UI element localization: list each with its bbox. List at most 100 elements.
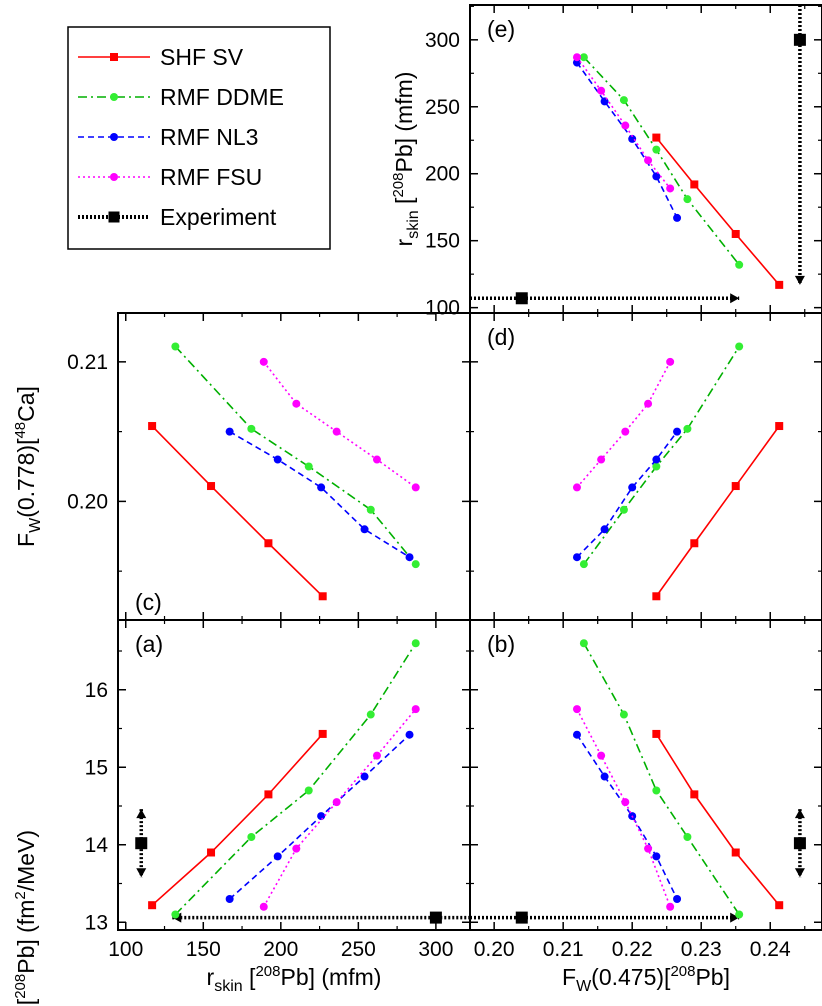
y-tick-label: 14: [85, 834, 109, 857]
data-point-shf-sv: [652, 592, 661, 601]
data-point-rmf-fsu: [259, 902, 268, 911]
series-line-rmf-ddme: [583, 56, 740, 266]
experiment-marker: [793, 33, 806, 46]
data-point-shf-sv: [207, 482, 216, 491]
data-point-rmf-fsu: [411, 483, 420, 492]
series-line-shf-sv: [151, 425, 324, 597]
data-point-rmf-nl3: [225, 427, 234, 436]
legend-label-rmf-nl3: RMF NL3: [160, 124, 258, 150]
x-tick-label: 150: [186, 938, 221, 961]
data-point-shf-sv: [318, 729, 327, 738]
data-point-rmf-fsu: [292, 399, 301, 408]
panel-tag: (c): [135, 589, 162, 615]
data-point-rmf-ddme: [366, 505, 375, 514]
data-point-rmf-nl3: [360, 772, 369, 781]
data-point-shf-sv: [690, 539, 699, 548]
series-line-rmf-fsu: [576, 361, 671, 488]
panel-d: (d): [469, 312, 822, 621]
data-point-rmf-ddme: [171, 342, 180, 351]
y-tick-label: 300: [425, 29, 460, 52]
data-point-rmf-nl3: [225, 895, 234, 903]
legend-marker-rmf-ddme: [110, 93, 118, 101]
series-line-rmf-nl3: [576, 734, 678, 900]
data-point-rmf-nl3: [317, 483, 326, 492]
data-point-rmf-nl3: [572, 553, 581, 562]
x-tick-label: 0.21: [543, 938, 584, 961]
data-point-rmf-ddme: [304, 786, 313, 795]
data-point-rmf-fsu: [597, 455, 606, 464]
data-point-rmf-ddme: [619, 96, 628, 105]
data-point-rmf-nl3: [673, 213, 682, 222]
data-point-rmf-nl3: [652, 852, 661, 861]
x-tick-label: 250: [341, 938, 376, 961]
data-point-rmf-ddme: [411, 560, 420, 569]
series-line-shf-sv: [151, 733, 324, 906]
data-point-rmf-nl3: [600, 772, 609, 781]
data-point-shf-sv: [690, 790, 699, 799]
data-point-rmf-fsu: [572, 705, 581, 714]
data-point-shf-sv: [148, 422, 157, 431]
legend-marker-rmf-nl3: [110, 133, 118, 141]
series-line-rmf-fsu: [576, 708, 671, 908]
data-point-rmf-nl3: [572, 730, 581, 739]
data-point-rmf-fsu: [621, 427, 630, 436]
data-point-shf-sv: [264, 790, 273, 799]
data-point-rmf-ddme: [247, 424, 256, 433]
data-point-rmf-ddme: [683, 195, 692, 204]
panel-tag: (d): [487, 324, 515, 350]
series-line-rmf-ddme: [174, 345, 417, 565]
panel-frame: [469, 312, 822, 621]
y-axis-title: FW(0.778)[48Ca]: [12, 386, 44, 547]
data-point-shf-sv: [318, 592, 327, 601]
legend-marker-shf-sv: [110, 53, 118, 61]
data-point-rmf-ddme: [683, 424, 692, 433]
panel-frame: [469, 4, 822, 314]
data-point-rmf-ddme: [735, 342, 744, 351]
data-point-rmf-ddme: [579, 53, 588, 62]
series-line-rmf-ddme: [174, 642, 417, 916]
data-point-rmf-nl3: [652, 172, 661, 181]
arrowhead-down: [794, 275, 805, 285]
legend-marker-rmf-fsu: [110, 173, 118, 181]
data-point-rmf-nl3: [628, 134, 637, 143]
data-point-rmf-fsu: [621, 121, 630, 130]
arrowhead-up: [136, 809, 147, 819]
x-tick-label: 0.24: [750, 938, 791, 961]
data-point-rmf-ddme: [304, 462, 313, 471]
data-point-rmf-ddme: [652, 462, 661, 471]
arrowhead-down: [794, 868, 805, 878]
data-point-rmf-fsu: [644, 399, 653, 408]
experiment-marker: [429, 911, 442, 924]
data-point-rmf-fsu: [666, 902, 675, 911]
x-axis-title: rskin [208Pb] (mfm): [207, 963, 382, 995]
panel-frame: [117, 312, 471, 621]
series-line-shf-sv: [655, 733, 780, 906]
data-point-rmf-nl3: [405, 553, 414, 562]
data-point-rmf-ddme: [619, 710, 628, 719]
series-line-rmf-nl3: [229, 430, 410, 558]
y-axis-title: rskin [208Pb] (mfm): [390, 72, 422, 247]
y-tick-label: 15: [85, 756, 108, 779]
data-point-rmf-nl3: [273, 455, 282, 464]
data-point-rmf-fsu: [572, 53, 581, 62]
experiment-marker: [135, 837, 148, 850]
panel-frame: [469, 619, 822, 931]
data-point-rmf-fsu: [666, 357, 675, 366]
data-point-rmf-nl3: [673, 895, 682, 903]
series-line-rmf-ddme: [583, 642, 740, 915]
data-point-rmf-ddme: [171, 910, 180, 919]
panel-frame: [117, 619, 471, 931]
data-point-shf-sv: [690, 180, 699, 189]
y-tick-label: 150: [425, 230, 460, 253]
data-point-rmf-nl3: [317, 812, 326, 821]
legend-label-experiment: Experiment: [160, 204, 277, 230]
panel-tag: (a): [135, 631, 163, 657]
y-tick-label: 100: [425, 297, 460, 320]
arrowhead-up: [794, 809, 805, 819]
series-line-shf-sv: [655, 137, 780, 286]
data-point-shf-sv: [148, 901, 157, 910]
data-point-rmf-fsu: [259, 357, 268, 366]
